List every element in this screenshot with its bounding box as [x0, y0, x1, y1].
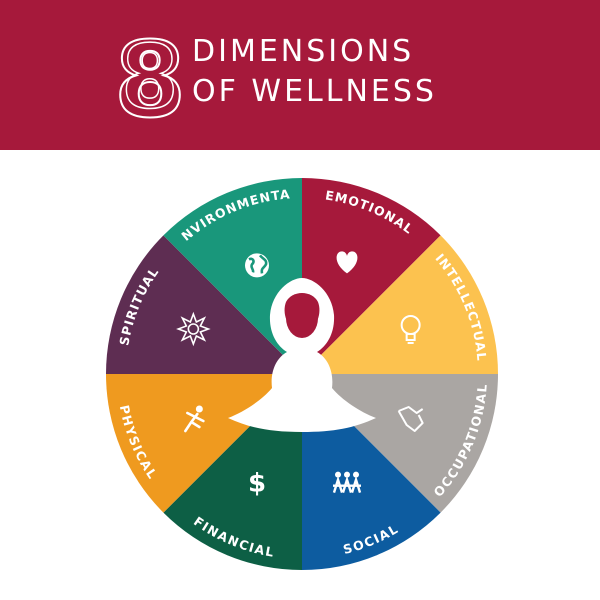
- svg-text:$: $: [248, 469, 266, 499]
- runner-icon: [184, 405, 205, 433]
- segment-emotional: [302, 178, 441, 374]
- eight-logo: 8 8: [113, 24, 187, 128]
- people-icon: [332, 471, 362, 494]
- dollar-icon: $: [248, 469, 266, 499]
- header-banner: 8 8 DIMENSIONS OF WELLNESS: [0, 0, 600, 150]
- meditating-person-icon: [228, 278, 376, 432]
- heart-icon: [336, 251, 358, 274]
- logo-eight: 8: [114, 24, 186, 128]
- globe-icon: [244, 253, 269, 278]
- page-title: DIMENSIONS OF WELLNESS: [192, 32, 437, 112]
- handshake-icon: [397, 406, 424, 433]
- segment-environmental: [163, 178, 302, 374]
- segment-spiritual: [106, 235, 302, 374]
- segment-intellectual: [302, 235, 498, 374]
- logo-eight-inner: 8: [121, 26, 178, 128]
- title-line-1: DIMENSIONS: [192, 34, 415, 69]
- lightbulb-icon: [400, 314, 421, 344]
- wheel-segments: EMOTIONALINTELLECTUALOCCUPATIONALSOCIALF…: [0, 150, 498, 570]
- wellness-wheel: EMOTIONALINTELLECTUALOCCUPATIONALSOCIALF…: [0, 150, 498, 570]
- sun-icon: [176, 311, 211, 347]
- title-line-2: OF WELLNESS: [192, 74, 437, 109]
